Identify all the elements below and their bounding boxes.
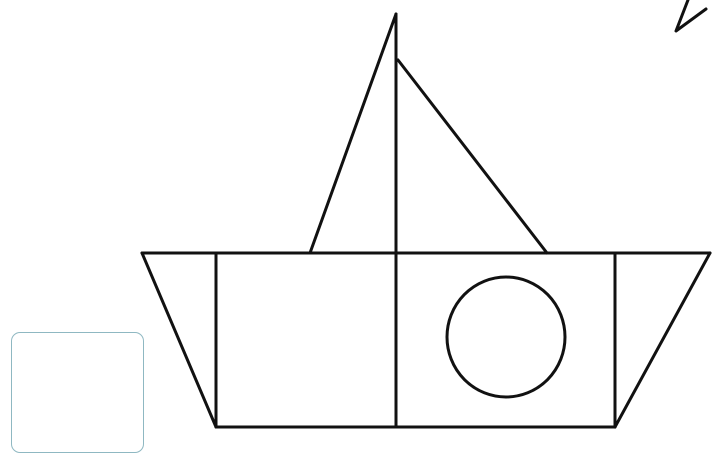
partial-shape-corner [676, 0, 706, 31]
right-sail-triangle [398, 60, 547, 253]
left-sail-triangle [310, 14, 396, 253]
porthole-circle [447, 277, 565, 397]
left-hull-end-triangle [142, 253, 216, 427]
answer-box[interactable] [11, 332, 144, 453]
right-hull-end-triangle [615, 253, 710, 427]
